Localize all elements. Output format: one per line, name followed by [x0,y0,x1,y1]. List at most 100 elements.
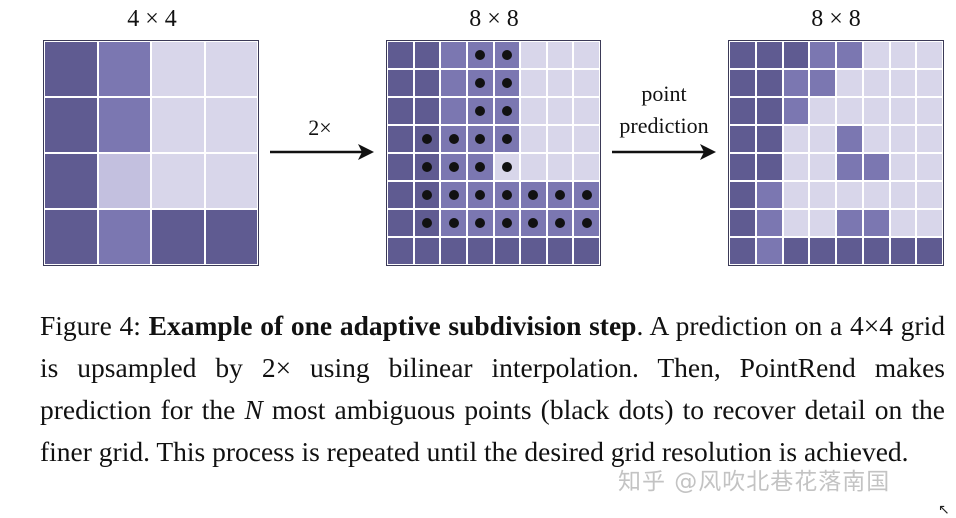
grid-cell [546,181,574,209]
grid-cell [387,69,414,97]
ambiguous-point-dot [448,218,459,228]
grid-cell [546,125,574,153]
grid-cell [413,41,441,69]
grid-cell [836,209,863,237]
grid-cell [466,237,494,265]
ambiguous-point-dot [501,190,512,200]
grid-cell [809,125,836,153]
ambiguous-point-dot [475,162,486,172]
point-prediction-line2: prediction [619,113,709,138]
grid-cell [889,181,917,209]
grid-cell [546,237,574,265]
grid-4x4 [43,40,259,266]
grid-cell [889,237,917,265]
grid-cell [889,41,917,69]
grid-cell [493,237,521,265]
grid-cell [520,181,547,209]
grid-cell [836,153,863,181]
ambiguous-point-dot [448,162,459,172]
grid-cell [493,41,521,69]
grid-cell [440,41,467,69]
grid-cell [782,181,810,209]
grid-cell [755,237,783,265]
grid-cell [862,97,890,125]
grid-cell [413,125,441,153]
grid-cell [782,209,810,237]
grid-cell [546,153,574,181]
grid-cell [573,97,600,125]
ambiguous-point-dot [581,218,592,228]
upsample-label: 2× [308,115,332,140]
grid-cell [97,209,151,265]
grid-cell [466,153,494,181]
grid-cell [151,153,205,209]
ambiguous-point-dot [475,106,486,116]
grid-cell [729,69,756,97]
grid-cell [440,209,467,237]
grid-cell [889,125,917,153]
grid-cell [755,209,783,237]
caption-prefix: Figure 4: [40,310,149,341]
ambiguous-point-dot [555,218,566,228]
grid-cell [466,69,494,97]
grid-cell [44,97,98,153]
grid-cell [755,125,783,153]
grid-cell [573,209,600,237]
grid-cell [809,209,836,237]
ambiguous-point-dot [475,134,486,144]
grid-cell [44,209,98,265]
grid-cell [862,209,890,237]
grid-cell [916,97,943,125]
grid-cell [809,153,836,181]
ambiguous-point-dot [581,190,592,200]
grid-cell [413,97,441,125]
grid-cell [809,69,836,97]
ambiguous-point-dot [555,190,566,200]
ambiguous-point-dot [528,190,539,200]
grid-cell [782,41,810,69]
grid-cell [729,41,756,69]
grid-cell [729,209,756,237]
grid-cell [520,237,547,265]
grid-cell [755,97,783,125]
grid-cell [573,153,600,181]
grid-cell [889,209,917,237]
grid-cell [387,97,414,125]
ambiguous-point-dot [448,134,459,144]
grid-cell [573,181,600,209]
grid-cell [836,69,863,97]
grid-8x8-upsampled [386,40,601,266]
ambiguous-point-dot [501,218,512,228]
grid-cell [862,125,890,153]
grid-cell [889,69,917,97]
grid-8x8-refined [728,40,944,266]
grid-cell [387,181,414,209]
grid-title-2: 8 × 8 [469,6,519,32]
grid-cell [546,97,574,125]
grid-cell [387,41,414,69]
grid-cell [493,97,521,125]
grid-cell [782,69,810,97]
grid-cell [97,153,151,209]
ambiguous-point-dot [501,134,512,144]
grid-cell [151,97,205,153]
grid-cell [573,125,600,153]
ambiguous-point-dot [475,190,486,200]
grid-cell [916,209,943,237]
grid-cell [440,181,467,209]
grid-cell [889,153,917,181]
ambiguous-point-dot [475,218,486,228]
grid-title-1: 4 × 4 [127,6,177,32]
grid-cell [413,209,441,237]
grid-cell [520,41,547,69]
caption-variable: N [244,394,263,425]
grid-cell [493,125,521,153]
grid-cell [916,237,943,265]
ambiguous-point-dot [421,218,432,228]
grid-cell [387,209,414,237]
ambiguous-point-dot [501,106,512,116]
grid-cell [440,153,467,181]
grid-cell [916,153,943,181]
grid-cell [809,97,836,125]
grid-cell [466,97,494,125]
